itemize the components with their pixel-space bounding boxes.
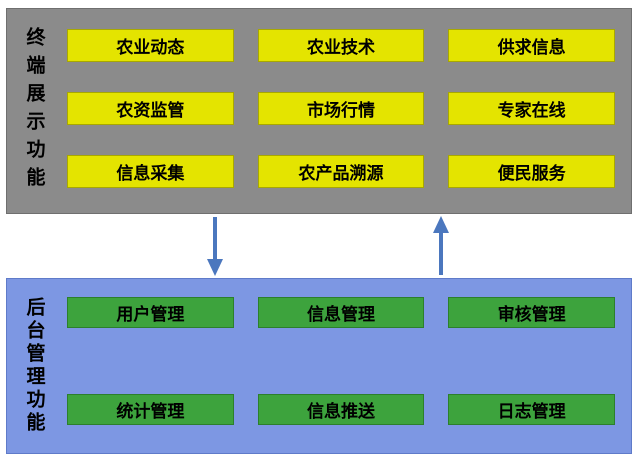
node-user-management: 用户管理 — [67, 297, 234, 328]
backend-management-grid: 用户管理 信息管理 审核管理 统计管理 信息推送 日志管理 — [61, 279, 631, 453]
node-product-traceability: 农产品溯源 — [257, 155, 425, 188]
backend-management-label: 后台管理功能 — [23, 297, 45, 435]
node-agri-materials-supervision: 农资监管 — [67, 92, 234, 125]
node-audit-management: 审核管理 — [448, 297, 615, 328]
node-info-management: 信息管理 — [257, 297, 425, 328]
terminal-display-label: 终端展示功能 — [23, 27, 45, 195]
node-stats-management: 统计管理 — [67, 394, 234, 425]
backend-management-section: 后台管理功能 用户管理 信息管理 审核管理 统计管理 信息推送 日志管理 — [6, 278, 632, 454]
node-supply-demand-info: 供求信息 — [448, 29, 615, 62]
down-arrow-icon — [207, 217, 223, 276]
node-market-quotes: 市场行情 — [257, 92, 425, 125]
node-convenience-services: 便民服务 — [448, 155, 615, 188]
terminal-display-section: 终端展示功能 农业动态 农业技术 供求信息 农资监管 市场行情 专家在线 信息采… — [6, 8, 632, 214]
terminal-display-grid: 农业动态 农业技术 供求信息 农资监管 市场行情 专家在线 信息采集 农产品溯源… — [61, 9, 631, 213]
node-expert-online: 专家在线 — [448, 92, 615, 125]
flow-arrows — [0, 215, 640, 277]
node-info-push: 信息推送 — [257, 394, 425, 425]
node-log-management: 日志管理 — [448, 394, 615, 425]
node-agri-news: 农业动态 — [67, 29, 234, 62]
node-info-collection: 信息采集 — [67, 155, 234, 188]
up-arrow-icon — [433, 216, 449, 275]
node-agri-tech: 农业技术 — [257, 29, 425, 62]
